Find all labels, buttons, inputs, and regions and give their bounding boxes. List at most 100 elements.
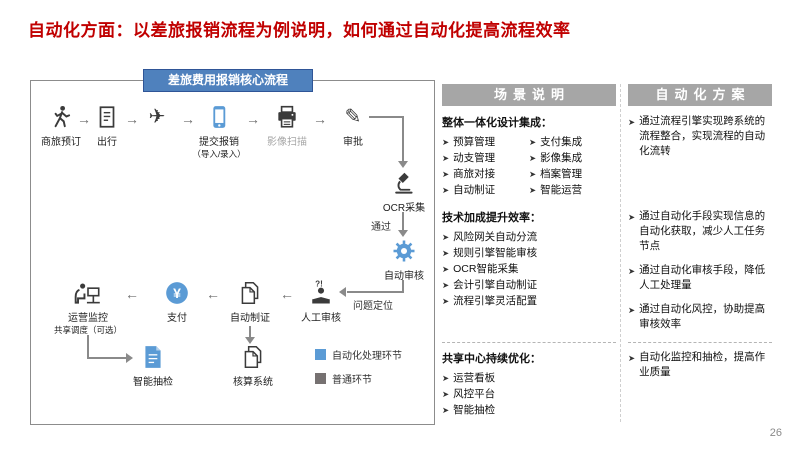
column-divider: [620, 84, 621, 422]
solution-panel: 自动化方案 ➤通过流程引擎实现跨系统的流程整合，实现流程的自动化流转 ➤通过自动…: [628, 84, 772, 389]
connector-line: [249, 326, 251, 339]
arrow-bullet-icon: ➤: [529, 185, 537, 195]
arrow-bullet-icon: ➤: [442, 232, 450, 242]
flow-node-label: 出行: [97, 137, 117, 148]
scenario-group-integration: 整体一体化设计集成： ➤预算管理 ➤动支管理 ➤商旅对接 ➤自动制证 ➤支付集成…: [442, 114, 616, 209]
arrow-bullet-icon: ➤: [442, 185, 450, 195]
list-item-label: OCR智能采集: [453, 263, 519, 275]
flow-node-approve: ✎ 审批: [343, 103, 363, 148]
legend-item-normal: 普通环节: [315, 371, 402, 386]
list-item: ➤智能运营: [529, 182, 616, 198]
flow-node-sublabel: （导入/录入）: [192, 149, 246, 159]
flowchart-panel: 差旅费用报销核心流程 商旅预订 → 出行: [30, 69, 435, 425]
yen-coin-icon: ¥: [164, 279, 190, 307]
gear-icon: [384, 237, 424, 265]
flow-node-label: 商旅预订: [41, 137, 81, 148]
arrow-bullet-icon: ➤: [442, 169, 450, 179]
connector-line: [87, 335, 89, 359]
list-item-label: 通过自动化风控，协助提高审核效率: [639, 303, 766, 330]
right-arrow-icon: →: [246, 111, 260, 127]
legend-item-automated: 自动化处理环节: [315, 347, 402, 362]
list-item-label: 智能运营: [540, 184, 583, 196]
legend-label: 普通环节: [332, 375, 372, 386]
arrow-bullet-icon: ➤: [442, 153, 450, 163]
list-item-label: 商旅对接: [453, 168, 496, 180]
connector-line: [402, 280, 404, 293]
flow-node-label: 提交报销: [199, 137, 239, 148]
person-reading-icon: ?!: [301, 279, 341, 307]
list-item-label: 通过自动化审核手段，降低人工处理量: [639, 264, 766, 291]
down-arrowhead-icon: [398, 230, 408, 237]
list-item-label: 预算管理: [453, 136, 496, 148]
microscope-icon: [383, 169, 425, 197]
documents-icon: [233, 343, 273, 371]
arrow-bullet-icon: ➤: [442, 137, 450, 147]
solution-group-1: ➤通过流程引擎实现跨系统的流程整合，实现流程的自动化流转: [628, 114, 772, 209]
down-arrowhead-icon: [398, 161, 408, 168]
flow-pass-label: 通过: [371, 222, 391, 233]
list-item: ➤运营看板: [442, 370, 616, 386]
flow-issue-label: 问题定位: [353, 301, 393, 312]
solution-group-3: ➤自动化监控和抽检，提高作业质量: [628, 342, 772, 380]
arrow-bullet-icon: ➤: [442, 264, 450, 274]
arrow-bullet-icon: ➤: [628, 117, 636, 127]
list-item: ➤预算管理: [442, 134, 529, 150]
documents-icon: [230, 279, 270, 307]
flow-node-label: 人工审核: [301, 313, 341, 324]
right-arrow-icon: →: [125, 111, 139, 127]
arrow-bullet-icon: ➤: [442, 248, 450, 258]
list-item: ➤自动制证: [442, 182, 529, 198]
right-arrowhead-icon: [126, 353, 133, 363]
arrow-bullet-icon: ➤: [442, 389, 450, 399]
list-item: ➤档案管理: [529, 166, 616, 182]
list-item-label: 支付集成: [540, 136, 583, 148]
list-item: ➤流程引擎灵活配置: [442, 293, 616, 309]
flow-node-label: 支付: [167, 313, 187, 324]
arrow-bullet-icon: ➤: [442, 405, 450, 415]
flow-node-label: 自动制证: [230, 313, 270, 324]
flow-node-label: 审批: [343, 137, 363, 148]
person-at-desk-icon: [54, 279, 122, 307]
flow-node-smart-check: 智能抽检: [133, 343, 173, 388]
arrow-bullet-icon: ➤: [628, 305, 636, 315]
connector-line: [402, 116, 404, 162]
page-number: 26: [769, 427, 782, 439]
airplane-icon: ✈: [148, 106, 166, 128]
flow-legend: 自动化处理环节 普通环节: [315, 347, 402, 395]
list-item: ➤通过自动化手段实现信息的自动化获取，减少人工任务节点: [628, 209, 772, 254]
list-item: ➤通过流程引擎实现跨系统的流程整合，实现流程的自动化流转: [628, 114, 772, 159]
list-item: ➤商旅对接: [442, 166, 529, 182]
connector-line: [369, 116, 403, 118]
svg-text:?!: ?!: [315, 280, 323, 289]
arrow-bullet-icon: ➤: [442, 296, 450, 306]
list-item-label: 动支管理: [453, 152, 496, 164]
list-item: ➤智能抽检: [442, 402, 616, 418]
itinerary-document-icon: [94, 103, 120, 131]
connector-line: [347, 291, 404, 293]
list-item-label: 自动制证: [453, 184, 496, 196]
arrow-bullet-icon: ➤: [628, 266, 636, 276]
flow-node-label: 影像扫描: [267, 137, 307, 148]
legend-swatch-gray: [315, 373, 326, 384]
left-arrow-icon: ←: [280, 286, 294, 302]
list-item-label: 流程引擎灵活配置: [453, 295, 538, 307]
arrow-bullet-icon: ➤: [628, 353, 636, 363]
list-item: ➤支付集成: [529, 134, 616, 150]
arrow-bullet-icon: ➤: [529, 153, 537, 163]
flow-node-ocr: OCR采集: [383, 169, 425, 214]
solution-group-2: ➤通过自动化手段实现信息的自动化获取，减少人工任务节点 ➤通过自动化审核手段，降…: [628, 209, 772, 342]
walking-person-icon: [41, 103, 81, 131]
solution-header: 自动化方案: [628, 84, 772, 106]
section-title: 整体一体化设计集成：: [442, 117, 552, 129]
right-arrow-icon: →: [181, 111, 195, 127]
flow-node-label: 运营监控: [67, 313, 108, 324]
list-item-label: 风险网关自动分流: [453, 231, 538, 243]
legend-swatch-blue: [315, 349, 326, 360]
list-item: ➤自动化监控和抽检，提高作业质量: [628, 350, 772, 380]
section-title: 技术加成提升效率：: [442, 212, 541, 224]
list-item-label: 自动化监控和抽检，提高作业质量: [639, 351, 766, 378]
list-item: ➤影像集成: [529, 150, 616, 166]
list-item-label: 智能抽检: [453, 404, 496, 416]
list-item-label: 影像集成: [540, 152, 583, 164]
list-item-label: 通过流程引擎实现跨系统的流程整合，实现流程的自动化流转: [639, 115, 766, 157]
